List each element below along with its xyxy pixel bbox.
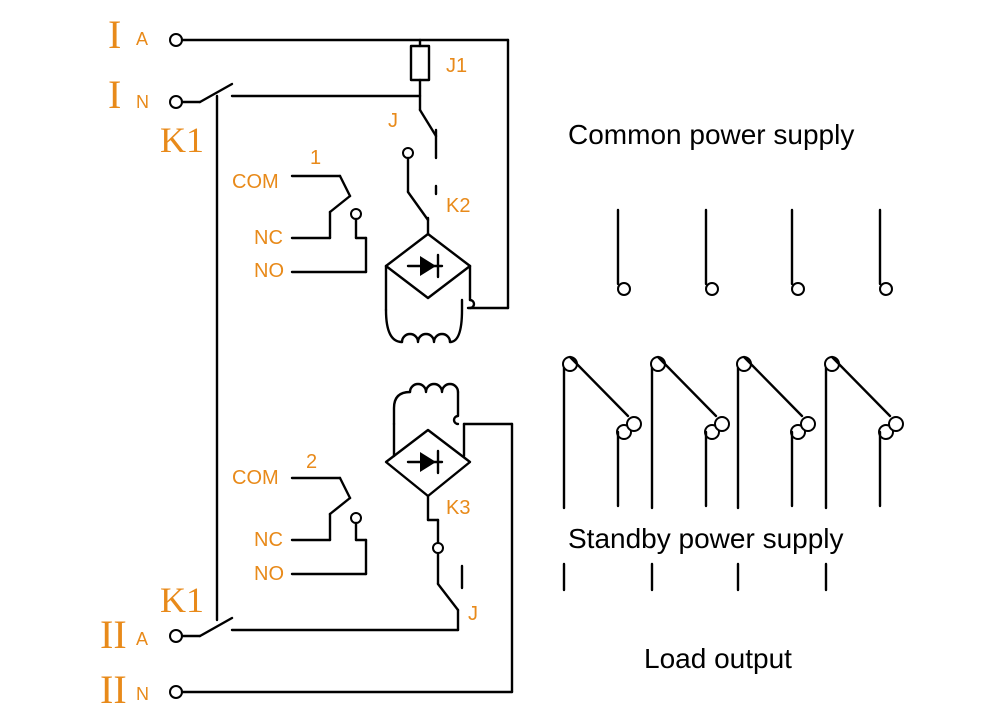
common-supply-terminal-2 [704,208,719,296]
main-wiring [180,38,514,694]
k2-label: K2 [446,195,470,217]
svg-text:A: A [136,29,148,49]
relay-2-contacts [290,476,368,576]
relay-2-label: 2 [306,451,317,473]
svg-text:N: N [136,684,149,704]
relay-1-label: 1 [310,147,321,169]
com-1-label: COM [232,171,279,193]
svg-text:I: I [108,72,121,117]
k3-contact [426,518,444,586]
svg-text:I: I [108,12,121,57]
no-1-label: NO [254,260,284,282]
k1-bottom-label: K1 [160,580,204,620]
common-power-supply-label: Common power supply [568,119,854,150]
nc-2-label: NC [254,529,283,551]
standby-power-supply-label: Standby power supply [568,523,844,554]
j1-coil [409,38,431,112]
svg-text:A: A [136,629,148,649]
terminal-label-II-N: II N [100,667,149,712]
common-supply-terminal-4 [878,208,893,296]
relay-1-contacts [290,174,368,274]
terminal-label-II-A: II A [100,612,148,657]
bottom-relay-coil [392,382,460,426]
com-2-label: COM [232,467,279,489]
load-output-label: Load output [644,643,792,674]
top-rectifier-bridge [384,232,476,312]
j-bottom-label: J [468,603,478,625]
k3-label: K3 [446,497,470,519]
transfer-switch-4 [824,355,904,592]
k2-contact [406,190,430,236]
j-top-label: J [388,110,398,132]
svg-text:II: II [100,612,127,657]
terminal-II-N [169,685,183,699]
terminal-I-A [169,33,183,47]
transfer-switch-3 [736,355,816,592]
transfer-switch-2 [650,355,730,592]
terminal-I-N [169,95,183,109]
svg-text:N: N [136,92,149,112]
nc-1-label: NC [254,227,283,249]
no-2-label: NO [254,563,284,585]
transfer-switch-1 [562,355,642,592]
j1-label: J1 [446,55,467,77]
j-top-contact [402,108,438,196]
svg-text:II: II [100,667,127,712]
terminal-label-I-A: I A [108,12,148,57]
common-supply-terminal-3 [790,208,805,296]
top-relay-coil [384,298,464,344]
bottom-rectifier-bridge [384,422,472,522]
terminal-II-A [169,629,183,643]
k1-top-label: K1 [160,120,204,160]
common-supply-terminal-1 [616,208,631,296]
j-bottom-contact [436,564,464,612]
terminal-label-I-N: I N [108,72,149,117]
